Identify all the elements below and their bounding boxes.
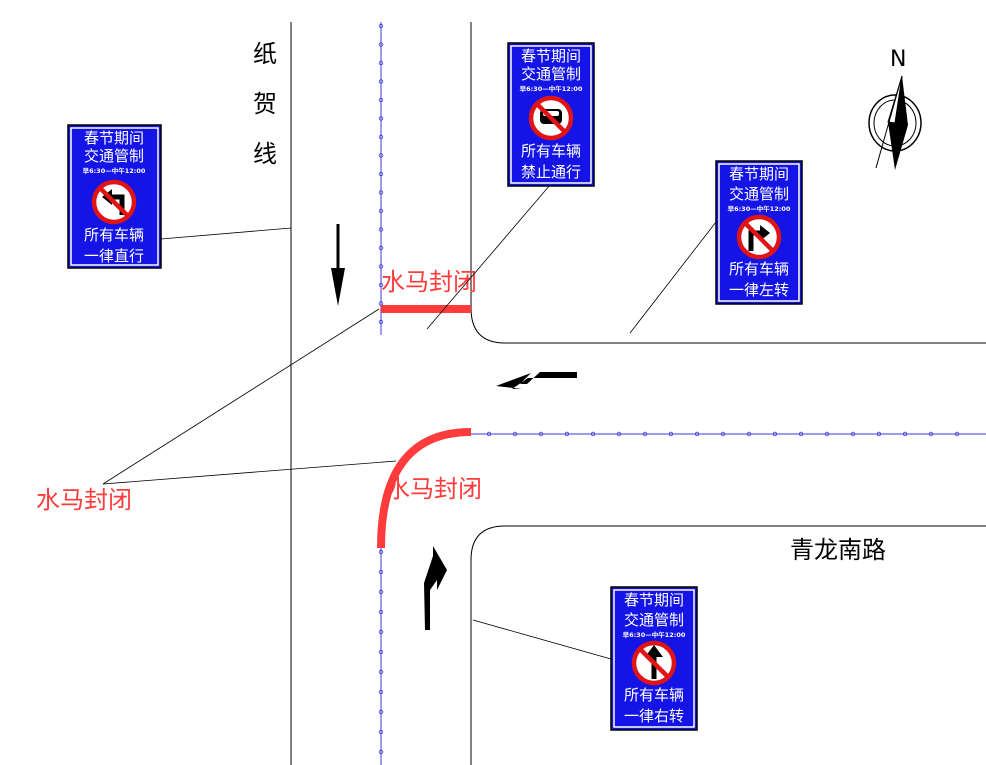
closure-label-top: 水马封闭	[381, 268, 477, 296]
stake-point	[668, 431, 674, 437]
svg-text:早6:30—中午12:00: 早6:30—中午12:00	[83, 166, 146, 175]
svg-text:交通管制: 交通管制	[521, 65, 581, 83]
no-straight-icon	[631, 640, 677, 686]
stake-point	[378, 245, 384, 251]
stake-point	[378, 227, 384, 232]
stake-point	[798, 431, 804, 437]
closure-label-callout: 水马封闭	[36, 486, 132, 514]
svg-text:一律直行: 一律直行	[84, 247, 144, 265]
north-arrow-icon: N	[868, 47, 922, 170]
westbound-arrow-icon	[496, 372, 577, 389]
stake-point	[512, 431, 518, 437]
stake-point	[378, 649, 384, 655]
stake-point	[642, 431, 648, 437]
stake-point	[378, 609, 384, 615]
road-name-char-1: 纸	[253, 40, 277, 68]
stake-point	[378, 23, 384, 29]
north-label: N	[890, 47, 906, 72]
stake-point	[378, 589, 384, 595]
sign-no-right-turn: 春节期间 交通管制 早6:30—中午12:00 所有车辆 一律左转	[715, 160, 803, 305]
stake-point	[378, 171, 384, 177]
stake-point	[378, 549, 384, 555]
road-edges	[290, 22, 986, 765]
road-name-char-3: 线	[253, 140, 277, 168]
stake-point	[772, 431, 778, 437]
barrier-curve-segment	[377, 428, 472, 549]
svg-text:春节期间: 春节期间	[729, 165, 789, 183]
stake-point	[694, 431, 700, 437]
svg-text:早6:30—中午12:00: 早6:30—中午12:00	[623, 630, 686, 639]
svg-text:早6:30—中午12:00: 早6:30—中午12:00	[520, 84, 583, 93]
stake-point	[590, 431, 596, 437]
stake-point	[824, 431, 830, 437]
stake-point	[378, 319, 384, 325]
svg-text:早6:30—中午12:00: 早6:30—中午12:00	[728, 204, 791, 213]
stake-point	[720, 431, 726, 437]
svg-text:一律右转: 一律右转	[624, 707, 684, 725]
stake-point	[850, 431, 856, 437]
stake-point	[746, 431, 752, 437]
no-left-turn-icon	[91, 179, 137, 225]
stake-point	[902, 431, 908, 437]
stake-point	[378, 116, 384, 121]
stake-points	[378, 23, 960, 755]
stake-point	[378, 689, 384, 695]
svg-text:所有车辆: 所有车辆	[729, 260, 789, 278]
stake-point	[378, 569, 384, 575]
stake-point	[928, 431, 934, 437]
no-right-turn-icon	[736, 214, 782, 260]
svg-text:交通管制: 交通管制	[84, 147, 144, 165]
stake-point	[378, 42, 384, 47]
southbound-arrow-icon	[331, 224, 345, 306]
northbound-right-turn-arrow-icon	[424, 546, 447, 630]
stake-point	[954, 431, 960, 437]
north-corner-curve	[470, 307, 986, 344]
sign-no-straight: 春节期间 交通管制 早6:30—中午12:00 所有车辆 一律右转	[610, 586, 698, 731]
stake-point	[378, 190, 384, 195]
svg-text:禁止通行: 禁止通行	[521, 163, 581, 181]
stake-point	[378, 629, 384, 635]
stake-point	[378, 134, 384, 140]
road-name-char-2: 贺	[253, 90, 277, 118]
sign-no-vehicles: 春节期间 交通管制 早6:30—中午12:00 所有车辆 禁止通行	[507, 42, 595, 187]
svg-text:春节期间: 春节期间	[624, 591, 684, 609]
stake-point	[876, 431, 882, 437]
leader-lines	[102, 184, 717, 660]
svg-text:交通管制: 交通管制	[729, 185, 789, 203]
stake-point	[378, 729, 384, 735]
stake-point	[616, 431, 622, 437]
no-vehicles-icon	[528, 95, 574, 141]
stake-point	[564, 431, 570, 437]
stake-point	[378, 669, 384, 675]
stake-point	[538, 431, 544, 437]
east-west-road-name: 青龙南路	[790, 536, 886, 564]
stake-point	[378, 709, 384, 715]
svg-text:春节期间: 春节期间	[521, 47, 581, 65]
stake-point	[378, 60, 384, 66]
stake-point	[378, 208, 384, 214]
south-corner-curve	[470, 525, 986, 765]
stake-point	[378, 264, 384, 269]
svg-text:春节期间: 春节期间	[84, 129, 144, 147]
stake-point	[378, 97, 384, 103]
svg-text:所有车辆: 所有车辆	[84, 226, 144, 244]
stake-point	[378, 153, 384, 158]
north-south-road-name: 纸 贺 线	[253, 40, 277, 168]
svg-text:交通管制: 交通管制	[624, 611, 684, 629]
stake-point	[378, 749, 384, 755]
sign-no-left-turn: 春节期间 交通管制 早6:30—中午12:00 所有车辆 一律直行	[67, 124, 162, 269]
stake-point	[378, 79, 384, 84]
closure-label-curve: 水马封闭	[386, 475, 482, 503]
stake-point	[486, 431, 492, 437]
svg-text:一律左转: 一律左转	[729, 281, 789, 299]
svg-text:所有车辆: 所有车辆	[521, 142, 581, 160]
svg-text:所有车辆: 所有车辆	[624, 686, 684, 704]
stake-point	[378, 282, 384, 288]
